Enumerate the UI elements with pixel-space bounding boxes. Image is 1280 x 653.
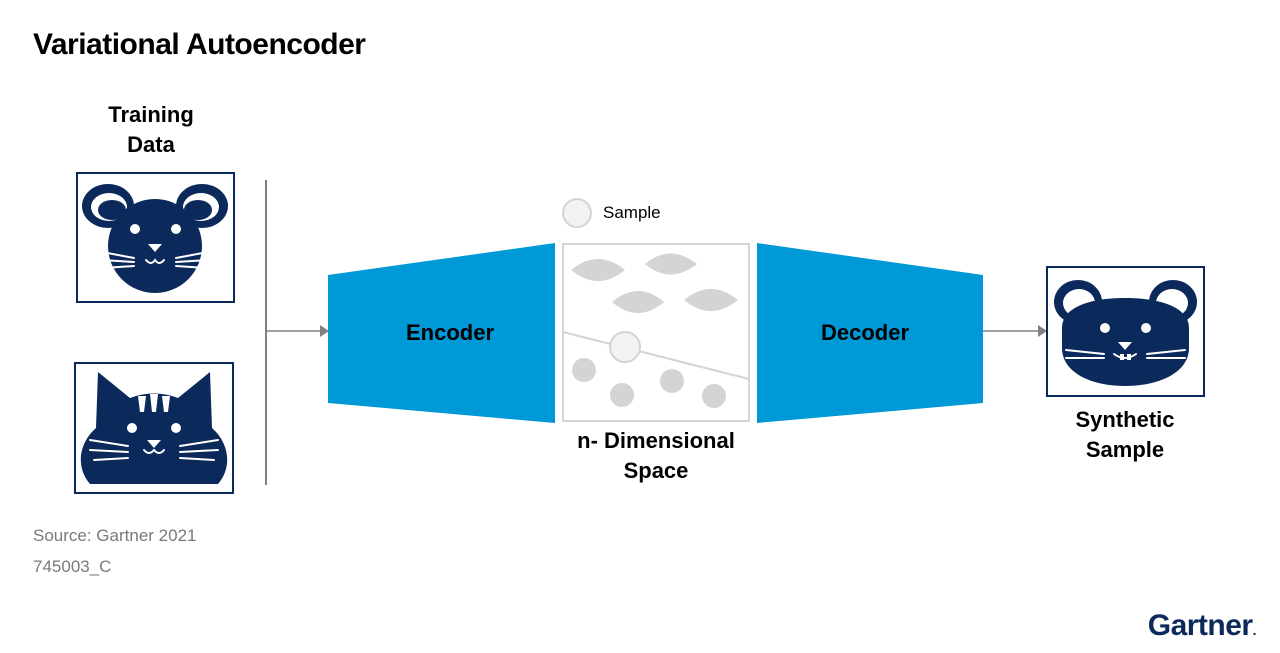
synthetic-sample-label-line1: Synthetic <box>1075 407 1175 432</box>
latent-space-label: n- Dimensional Space <box>546 426 766 486</box>
training-data-label-line2: Data <box>127 132 175 157</box>
mouse-icon <box>82 184 228 293</box>
synthetic-mouse-cat-icon <box>1054 280 1197 386</box>
synthetic-sample-label-line2: Sample <box>1085 437 1165 462</box>
diagram-title: Variational Autoencoder <box>33 28 366 61</box>
figure-code: 745003_C <box>33 557 112 576</box>
encoder-label: Encoder <box>405 320 495 345</box>
latent-sample-point <box>609 331 641 363</box>
latent-space-label-line2: Space <box>623 458 689 483</box>
gartner-logo-text: Gartner <box>1147 609 1253 642</box>
sample-legend-marker <box>562 198 592 228</box>
training-image-mouse <box>76 172 235 303</box>
sample-legend-label: Sample <box>603 203 661 222</box>
gartner-logo-dot: . <box>1252 622 1257 638</box>
training-image-cat <box>74 362 234 494</box>
latent-decision-line <box>562 331 750 380</box>
gartner-logo: Gartner. <box>1147 609 1257 643</box>
decoder-label: Decoder <box>820 320 910 345</box>
output-arrow-head <box>1038 325 1047 337</box>
latent-space-label-line1: n- Dimensional <box>577 428 735 453</box>
synthetic-sample-label: Synthetic Sample <box>1040 405 1210 465</box>
training-data-label-line1: Training <box>108 102 194 127</box>
cat-icon <box>80 372 228 484</box>
training-data-label: Training Data <box>81 100 221 160</box>
latent-clusters <box>571 253 738 408</box>
input-arrow-head <box>320 325 329 337</box>
encoder-block <box>328 243 555 423</box>
source-note: Source: Gartner 2021 <box>33 526 197 545</box>
synthetic-sample-image <box>1046 266 1205 397</box>
decoder-block <box>757 243 983 423</box>
